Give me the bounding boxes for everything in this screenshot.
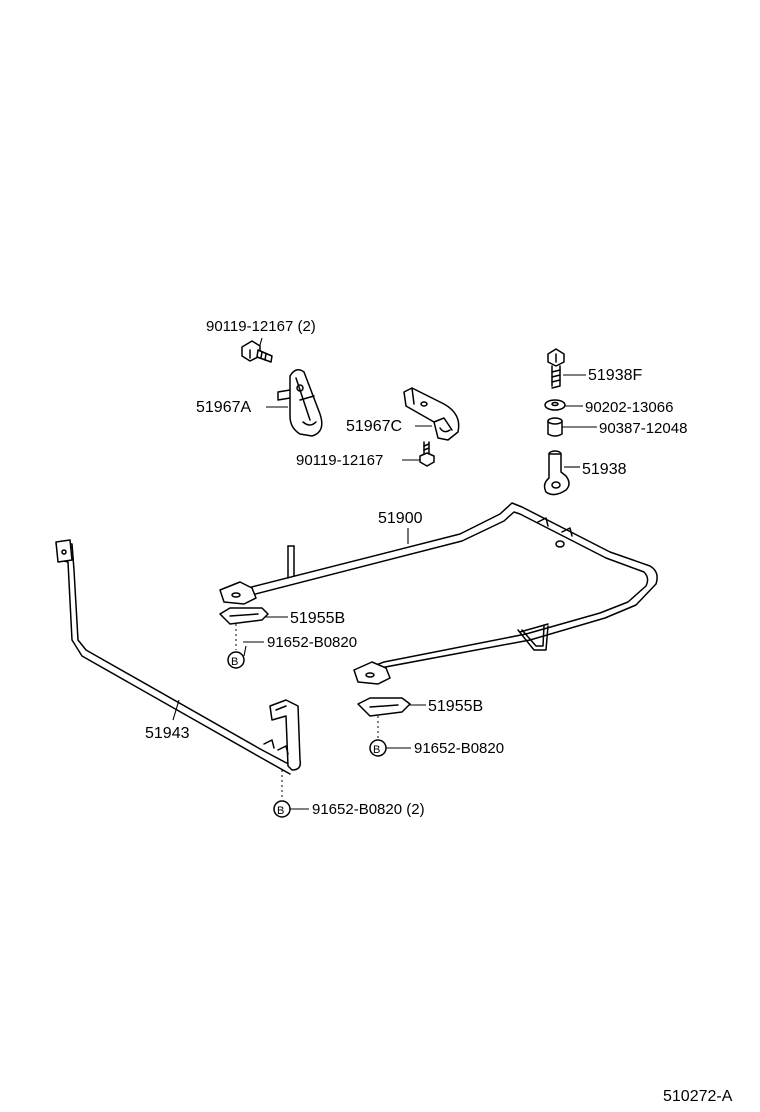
- label-cushion-right: 51955B: [428, 698, 483, 715]
- label-collar: 90387-12048: [599, 420, 687, 437]
- bolt-b-right-marker: B: [369, 739, 387, 757]
- label-washer: 90202-13066: [585, 399, 673, 416]
- label-cushion-left: 51955B: [290, 610, 345, 627]
- frame-part: [219, 502, 658, 685]
- label-bracket-c: 51967C: [346, 418, 402, 435]
- washer-part: [544, 399, 566, 411]
- label-hanger: 51938: [582, 461, 627, 478]
- label-bolt-f: 51938F: [588, 367, 642, 384]
- bracket-a-part: [277, 369, 323, 437]
- label-bolt-b-left: 91652-B0820: [267, 634, 357, 651]
- collar-part: [547, 417, 563, 437]
- bolt-lower-part: [419, 441, 435, 467]
- diagram-code: 510272-A: [663, 1088, 733, 1105]
- cushion-left-part: [219, 607, 269, 650]
- label-bolt-b-right: 91652-B0820: [414, 740, 504, 757]
- label-bracket-a: 51967A: [196, 399, 251, 416]
- label-bolt-b-bottom: 91652-B0820 (2): [312, 801, 425, 818]
- label-bolt-upper: 90119-12167 (2): [206, 318, 316, 335]
- bolt-upper-part: [241, 340, 273, 363]
- bolt-b-bottom-marker: B: [273, 800, 291, 818]
- label-stay: 51943: [145, 725, 190, 742]
- bolt-f-part: [547, 348, 565, 389]
- label-frame: 51900: [378, 510, 423, 527]
- bracket-c-part: [403, 387, 460, 441]
- stay-part: [55, 539, 302, 800]
- bolt-b-right-symbol: B: [373, 744, 380, 756]
- hanger-part: [543, 450, 570, 496]
- cushion-right-part: [357, 697, 411, 740]
- bolt-b-left-symbol: B: [231, 656, 238, 668]
- label-bolt-lower: 90119-12167: [296, 452, 383, 469]
- bolt-b-left-marker: B: [227, 645, 247, 669]
- bolt-b-bottom-symbol: B: [277, 805, 284, 817]
